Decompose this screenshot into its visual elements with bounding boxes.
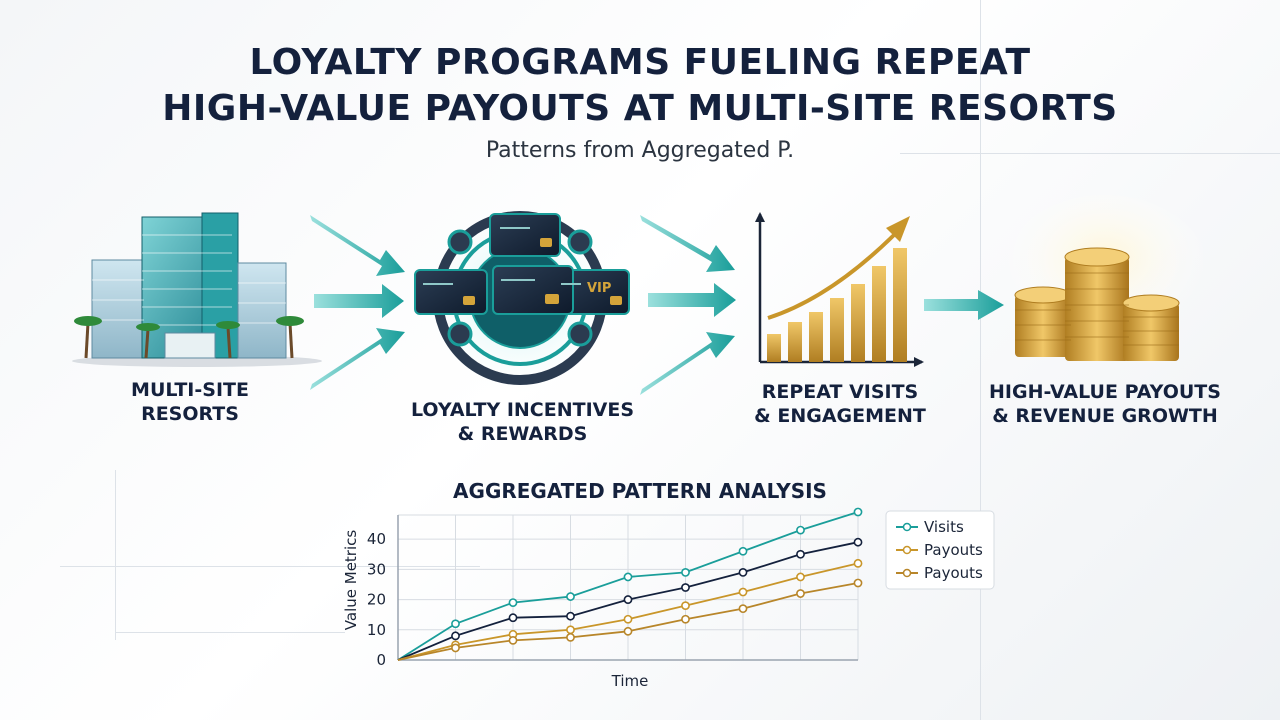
background-line: [900, 153, 1280, 154]
y-tick-label: 30: [367, 560, 386, 578]
series-point: [451, 643, 460, 653]
series-point: [681, 567, 690, 577]
background-line: [115, 470, 116, 640]
arrow-right-icon: [924, 290, 1004, 320]
legend-label: Visits: [924, 518, 964, 536]
series-point: [853, 537, 863, 547]
series-point: [681, 601, 690, 611]
series-point: [451, 619, 460, 629]
series-point: [796, 525, 805, 535]
series-point: [738, 567, 748, 577]
gold-coins-icon: [1000, 195, 1210, 361]
growth-arrow-head: [886, 216, 910, 242]
arrow-down-right-icon: [640, 215, 735, 272]
flow-arrows-into-loyalty: [310, 215, 405, 390]
arrow-right-icon: [648, 283, 736, 317]
arrow-up-right-icon: [310, 328, 405, 390]
series-point: [566, 592, 575, 601]
series-point: [566, 611, 575, 621]
series-point: [853, 507, 863, 517]
pattern-line-chart: 0 10 20 30 40 Value Metrics Time VisitsPayou…: [342, 507, 995, 690]
series-point: [508, 613, 518, 623]
legend-marker: [902, 522, 912, 532]
chart-series: [397, 507, 863, 661]
y-tick-label: 40: [367, 530, 386, 548]
flow-label-payouts: HIGH-VALUE PAYOUTS & REVENUE GROWTH: [989, 381, 1221, 427]
series-point: [853, 578, 863, 588]
chart-grid: [397, 514, 859, 661]
flow-arrows-into-visits: [640, 215, 736, 395]
background-line: [980, 0, 981, 720]
loyalty-cards-icon: VIP: [414, 200, 630, 396]
y-tick-labels: 0 10 20 30 40: [367, 530, 386, 669]
x-axis-label: Time: [611, 672, 649, 690]
y-tick-label: 0: [376, 651, 386, 669]
vip-card-text: VIP: [587, 281, 611, 296]
series-point: [738, 604, 748, 614]
series-point: [853, 558, 863, 568]
page-title: LOYALTY PROGRAMS FUELING REPEAT HIGH-VAL…: [0, 40, 1280, 132]
legend-box: [885, 510, 995, 590]
series-point: [796, 549, 805, 559]
series-point: [508, 635, 518, 645]
title-line-1: LOYALTY PROGRAMS FUELING REPEAT: [249, 42, 1031, 83]
arrow-down-right-icon: [310, 215, 405, 276]
series-point: [796, 589, 805, 598]
series-point: [508, 598, 518, 608]
series-point: [623, 595, 633, 604]
series-point: [623, 626, 633, 636]
y-tick-label: 10: [367, 621, 386, 639]
series-point: [681, 614, 690, 624]
series-point: [623, 614, 633, 624]
page-subtitle: Patterns from Aggregated P.: [485, 138, 795, 163]
flow-label-resorts: MULTI-SITE RESORTS: [131, 379, 249, 425]
background-line: [115, 632, 345, 633]
resort-buildings-icon: [72, 212, 322, 367]
series-point: [738, 587, 748, 597]
legend-marker: [902, 545, 912, 555]
chart-title: AGGREGATED PATTERN ANALYSIS: [453, 479, 827, 503]
background-line: [60, 566, 480, 567]
chart-axes: [397, 515, 858, 661]
y-axis-label: Value Metrics: [342, 530, 360, 631]
series-point: [451, 631, 460, 641]
arrow-right-icon: [314, 284, 404, 318]
series-point: [623, 572, 633, 582]
flow-label-visits: REPEAT VISITS & ENGAGEMENT: [754, 381, 926, 427]
series-point: [566, 632, 575, 642]
y-tick-label: 20: [367, 591, 386, 609]
arrow-up-right-icon: [640, 332, 735, 395]
series-point: [681, 583, 690, 592]
series-point: [566, 625, 575, 635]
series-point: [738, 546, 748, 556]
legend-label: Payouts: [924, 564, 983, 582]
growth-bar-chart-icon: [755, 212, 924, 367]
title-line-2: HIGH-VALUE PAYOUTS AT MULTI-SITE RESORTS: [162, 88, 1118, 129]
series-point: [796, 572, 805, 582]
legend-label: Payouts: [924, 541, 983, 559]
legend-marker: [902, 568, 912, 578]
flow-label-loyalty: LOYALTY INCENTIVES & REWARDS: [410, 399, 635, 445]
